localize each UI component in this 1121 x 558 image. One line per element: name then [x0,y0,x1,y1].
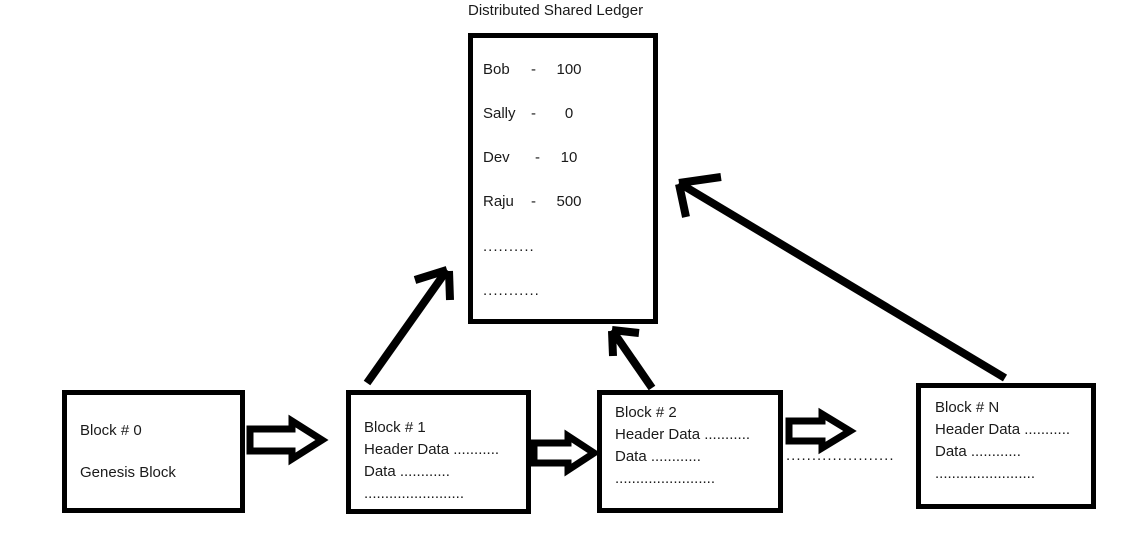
ledger-entry-separator: - [535,149,540,166]
block-1-line-3: Data ............ [364,463,450,480]
block-2-line-2: Header Data ........... [615,426,751,443]
ledger-entry-value: 0 [564,105,574,122]
ledger-ellipsis-row: ........... [483,282,540,299]
ledger-entry-value: 100 [556,61,582,78]
arrow-blockn-to-ledger-icon [675,173,1008,382]
block-0-line-1: Block # 0 [80,422,142,439]
block-2: Block # 2 Header Data ........... Data .… [597,390,783,513]
block-n: Block # N Header Data ........... Data .… [916,383,1096,509]
block-n-line-4: ........................ [935,465,1036,482]
ledger-title: Distributed Shared Ledger [468,2,644,19]
block-n-line-2: Header Data ........... [935,421,1071,438]
arrow-block1-to-ledger-icon [363,266,454,386]
block-1: Block # 1 Header Data ........... Data .… [346,390,531,514]
ledger-ellipsis-row: .......... [483,238,535,255]
arrow-block2-to-blockn-icon [785,407,857,455]
block-1-line-1: Block # 1 [364,419,426,436]
ledger-entry-name: Bob [483,61,510,78]
distributed-shared-ledger-box: Bob - 100 Sally - 0 Dev - 10 Raju - 500 … [468,33,658,324]
ledger-entry-name: Raju [483,193,514,210]
block-1-line-4: ........................ [364,485,465,502]
block-0: Block # 0 Genesis Block [62,390,245,513]
arrow-block0-to-block1-icon [246,414,329,466]
block-0-line-2: Genesis Block [80,464,176,481]
ledger-entry-value: 500 [556,193,582,210]
ledger-entry-separator: - [531,193,536,210]
ledger-entry-name: Dev [483,149,510,166]
ledger-entry-separator: - [531,61,536,78]
arrow-block2-to-ledger-icon [608,326,656,391]
arrow-block1-to-block2-icon [530,429,601,477]
ledger-entry-name: Sally [483,105,516,122]
ledger-entry-value: 10 [560,149,578,166]
block-n-line-3: Data ............ [935,443,1021,460]
block-n-line-1: Block # N [935,399,1000,416]
block-1-line-2: Header Data ........... [364,441,500,458]
block-2-line-3: Data ............ [615,448,701,465]
block-2-line-1: Block # 2 [615,404,677,421]
block-2-line-4: ........................ [615,470,716,487]
ledger-entry-separator: - [531,105,536,122]
chain-continuation-dots: ..................... [786,447,895,464]
